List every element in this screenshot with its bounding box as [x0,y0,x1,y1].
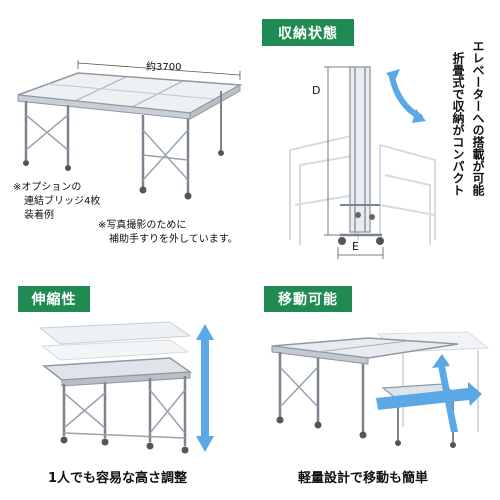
arrow-up-icon [386,69,400,83]
option-note-line1: ※オプションの [13,182,82,193]
photo-note-line1: ※写真撮影のために [98,220,187,231]
moving-platform-illustration [271,331,490,448]
mobile-photo [268,322,490,452]
option-note-line2: 連結ブリッジ4枚 [24,196,101,207]
storage-vertical-text-1: エレベーターへの搭載が可能 [471,40,485,196]
storage-badge: 収納状態 [262,19,354,46]
arrow-up-icon [196,324,214,340]
dimension-e-label: E [352,240,359,253]
arrow-down-icon [196,436,214,452]
mobile-badge: 移動可能 [264,286,352,312]
expanded-platform-illustration [17,60,243,200]
option-note-line3: 装着例 [24,210,54,221]
dimension-label: 約3700 [146,62,182,73]
mobile-caption: 軽量設計で移動も簡単 [298,471,429,486]
height-adjust-illustration [38,321,214,454]
folded-platform-illustration [289,66,436,259]
photo-note-line2: 補助手すりを外しています。 [109,234,238,245]
telescopic-photo [30,318,230,458]
arrow-right-icon [376,382,482,410]
storage-vertical-text-2: 折畳式で収納がコンパクト [451,52,465,196]
storage-photo [280,55,440,260]
telescopic-badge: 伸縮性 [18,286,90,312]
telescopic-caption: 1人でも容易な高さ調整 [48,471,188,486]
main-product-photo [8,55,243,205]
arrow-down-icon [412,109,426,123]
arrow-up-icon [432,354,450,368]
dimension-d-label: D [312,84,321,97]
